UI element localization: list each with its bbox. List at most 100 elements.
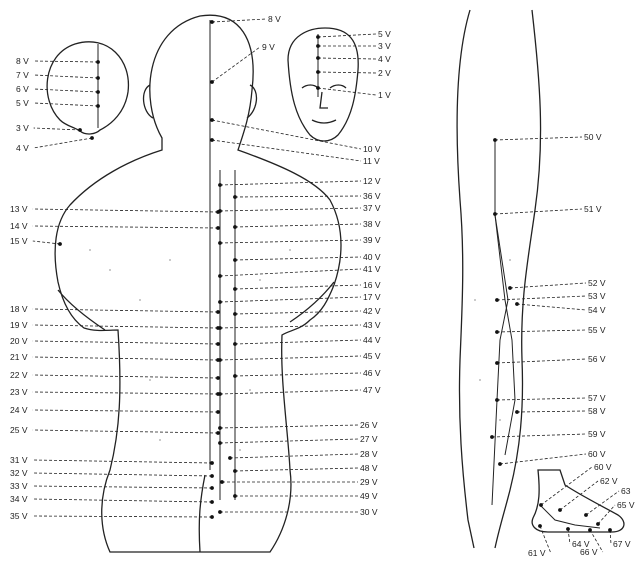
callout-line-64 [541, 467, 592, 505]
acupoint-38-v-marker [233, 225, 237, 229]
acupoint-25-v-label: 25 V [10, 425, 28, 435]
face-outline [288, 28, 358, 141]
acupoint-47-v-label: 47 V [363, 385, 381, 395]
callout-line-55 [510, 283, 586, 288]
acupoint-26-v-marker [218, 426, 222, 430]
acupoint-21-v-marker [216, 358, 220, 362]
acupoint-32-v-marker [210, 474, 214, 478]
callout-line-17 [220, 208, 361, 211]
acupoint-2-v-label: 2 V [378, 68, 391, 78]
callout-line-66 [586, 491, 619, 515]
acupoint-5-v-marker [316, 35, 320, 39]
acupoint-30-v-label: 30 V [360, 507, 378, 517]
acupoint-39-v-label: 39 V [363, 235, 381, 245]
callout-line-3 [34, 103, 98, 106]
acupoint-42-v-marker [233, 312, 237, 316]
acupoint-46-v-marker [233, 374, 237, 378]
acupoint-19-v-label: 19 V [10, 320, 28, 330]
acupoint-65-v-label: 65 V [617, 500, 635, 510]
callout-line-57 [517, 304, 586, 310]
acupoint-46-v-label: 46 V [363, 368, 381, 378]
callout-line-19 [220, 240, 361, 243]
callout-line-31 [220, 439, 358, 443]
acupoint-55-v-label: 55 V [588, 325, 606, 335]
acupoint-22-v-marker [216, 376, 220, 380]
acupoint-34-v-label: 34 V [10, 494, 28, 504]
acupoint-58-v-label: 58 V [588, 406, 606, 416]
acupoint-35-v-label: 35 V [10, 511, 28, 521]
callout-line-37 [33, 209, 218, 212]
acupoint-2-v-marker [316, 70, 320, 74]
acupoint-37-v-label: 37 V [363, 203, 381, 213]
callout-line-61 [517, 411, 586, 412]
callout-line-45 [33, 392, 218, 394]
callout-lines [33, 19, 619, 553]
callout-line-54 [495, 209, 582, 214]
right-arm-outline [290, 282, 334, 322]
acupoint-67-v-marker [608, 528, 612, 532]
acupoint-27-v-label: 27 V [360, 434, 378, 444]
acupoint-53-v-marker [495, 298, 499, 302]
callout-line-11 [318, 72, 376, 73]
acupoint-59-v-label: 59 V [588, 429, 606, 439]
callout-line-38 [33, 226, 218, 228]
callout-line-30 [220, 425, 358, 428]
callout-line-32 [230, 454, 358, 458]
callout-line-40 [33, 309, 218, 312]
callout-line-20 [235, 257, 361, 260]
acupoint-33-v-label: 33 V [10, 481, 28, 491]
acupoint-26-v-label: 26 V [360, 420, 378, 430]
acupoint-49-v-marker [233, 494, 237, 498]
acupoint-9-v-marker [210, 80, 214, 84]
acupoint-6-v-label: 6 V [16, 84, 29, 94]
foot-meridian-line [540, 505, 600, 528]
acupoint-6-v-marker [96, 90, 100, 94]
acupoint-36-v-marker [233, 195, 237, 199]
acupoint-11-v-label: 11 V [363, 156, 380, 166]
acupoint-3-v-marker [316, 44, 320, 48]
acupoint-23-v-label: 23 V [10, 387, 28, 397]
acupoint-53-v-label: 53 V [588, 291, 606, 301]
shading-texture [89, 249, 511, 451]
acupoint-60-v-marker [498, 462, 502, 466]
acupoint-9-v-label: 9 V [262, 42, 275, 52]
acupoint-8-v-marker [96, 60, 100, 64]
acupoint-25-v-marker [216, 431, 220, 435]
acupoint-57-v-label: 57 V [588, 393, 606, 403]
acupoint-34-v-marker [210, 500, 214, 504]
callout-line-2 [34, 89, 98, 92]
callout-line-52 [33, 516, 212, 517]
acupoint-11-v-marker [210, 138, 214, 142]
callout-line-60 [497, 398, 586, 400]
acupoint-54-v-label: 54 V [588, 305, 606, 315]
back-left-ear [144, 85, 153, 118]
callout-line-47 [33, 430, 218, 433]
buttocks-cleft [199, 475, 205, 552]
acupoint-1-v-label: 1 V [378, 90, 391, 100]
acupoint-23-v-marker [216, 392, 220, 396]
callout-line-1 [34, 75, 98, 78]
acupoint-52-v-marker [508, 286, 512, 290]
acupoint-17-v-label: 17 V [363, 292, 381, 302]
acupoint-65-v-marker [596, 522, 600, 526]
leg-meridian-line-2 [495, 215, 515, 455]
acupoint-57-v-marker [495, 398, 499, 402]
acupoint-12-v-label: 12 V [363, 176, 381, 186]
callout-line-59 [497, 359, 586, 363]
acupoint-60-v-label: 60 V [588, 449, 606, 459]
acupoint-54-v-marker [515, 302, 519, 306]
acupoint-61-v-marker [538, 524, 542, 528]
acupoint-56-v-marker [495, 361, 499, 365]
callout-line-25 [220, 325, 361, 328]
acupoint-4-v-label: 4 V [16, 143, 29, 153]
acupoint-14-v-label: 14 V [10, 221, 28, 231]
acupoint-38-v-label: 38 V [363, 219, 381, 229]
acupoint-10-v-marker [210, 118, 214, 122]
acupoint-13-v-label: 13 V [10, 204, 28, 214]
acupoint-62-v-marker [558, 508, 562, 512]
acupoint-8-v-label: 8 V [16, 56, 29, 66]
acupoint-44-v-label: 44 V [363, 335, 381, 345]
acupoint-markers [58, 20, 612, 532]
acupoint-40-v-label: 40 V [363, 252, 381, 262]
